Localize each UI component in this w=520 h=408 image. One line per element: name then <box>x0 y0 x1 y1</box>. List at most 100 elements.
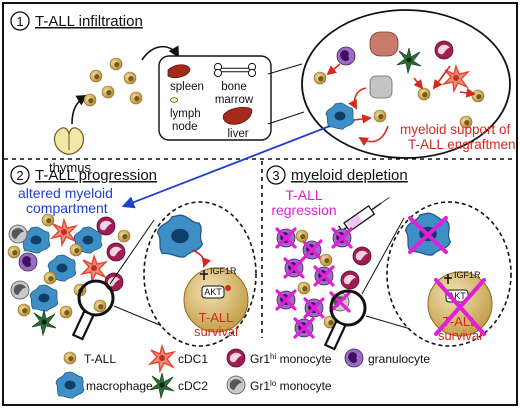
panel-1-number-circle <box>10 11 30 31</box>
macrophage-depletion-mark <box>408 216 448 254</box>
tall-cell <box>83 93 97 107</box>
altered-myeloid-line1: altered myeloid <box>18 185 113 201</box>
marrow-label: marrow <box>215 94 254 106</box>
tall-cell <box>129 91 143 105</box>
spleen-icon <box>167 64 191 78</box>
granulocyte-cell <box>18 252 38 272</box>
gr1hi-monocyte-cell <box>340 270 360 290</box>
legend-cdc1-swatch <box>149 345 175 372</box>
akt-label: AKT <box>448 291 466 301</box>
panel-3-number: 3 <box>272 168 279 183</box>
gr1hi-monocyte-cell <box>106 242 126 262</box>
tall-cell <box>43 271 57 285</box>
legend-cdc2-swatch <box>149 372 175 399</box>
zoom-line <box>267 111 305 125</box>
gr1lo-monocyte-cell <box>369 75 393 99</box>
akt-label: AKT <box>204 287 222 297</box>
legend-cdc1-label: cDC1 <box>178 352 208 366</box>
panel-3-title: myeloid depletion <box>291 167 408 184</box>
panel-3-number-circle <box>266 165 286 185</box>
zoom-line <box>365 315 415 331</box>
legend-cdc2-label: cDC2 <box>178 379 208 393</box>
survival-label-line1: T-ALL <box>199 310 234 325</box>
macrophage-cell <box>29 284 59 312</box>
legend-tall-label: T-ALL <box>84 352 116 366</box>
akt-box <box>201 285 225 299</box>
zoom-line <box>109 219 155 285</box>
tall-cell-large <box>183 267 249 333</box>
syringe-icon <box>338 197 390 236</box>
thymus-to-cells-arrow <box>71 94 88 125</box>
tall-cell <box>417 87 431 101</box>
tall-cell <box>319 253 333 267</box>
niche-cells <box>313 31 485 130</box>
legend: T-ALL cDC1 Gr1hi monocyte granulocyte ma… <box>55 345 430 399</box>
liver-label: liver <box>227 128 248 140</box>
panel-1-number: 1 <box>16 14 23 29</box>
spleen-label: spleen <box>170 81 204 93</box>
granulocyte-cell <box>336 46 356 66</box>
liver-icon <box>222 106 253 125</box>
myeloid-alteration-arrow <box>121 125 331 209</box>
legend-gr1lo-label: Gr1lo monocyte <box>250 379 332 393</box>
tall-cell <box>89 69 103 83</box>
thymus-label: thymus <box>49 160 91 175</box>
gr1hi-monocyte-cell <box>434 40 454 60</box>
igf1r-receptor-icon <box>444 274 452 284</box>
gr1hi-monocyte-cell <box>104 272 124 292</box>
support-arrows <box>326 63 476 147</box>
node-label: node <box>172 121 198 133</box>
igf1r-label: IGF1R <box>210 266 237 276</box>
tall-cell <box>295 229 309 243</box>
tall-cell <box>471 89 485 103</box>
survival-blocked-mark <box>434 278 486 336</box>
tall-cell <box>313 71 327 85</box>
tall-cell <box>373 109 387 123</box>
cdc1-cell <box>81 255 107 282</box>
gr1hi-monocyte-cell <box>96 216 116 236</box>
altered-myeloid-line2: compartment <box>26 200 108 216</box>
tall-cell <box>17 303 31 317</box>
phosphorylation-dot <box>225 285 231 291</box>
thymus-icon <box>53 127 85 155</box>
survival-label-line2: survival <box>438 328 482 343</box>
tall-cell <box>109 57 123 71</box>
panel-2-progression: 2 T-ALL progression altered myeloid comp… <box>7 165 257 347</box>
stromal-cell <box>369 31 399 57</box>
gr1hi-monocyte-cell <box>352 246 372 266</box>
lymph-label: lymph <box>170 108 201 120</box>
legend-granulocyte-swatch <box>344 348 364 368</box>
zoom-line <box>113 305 163 327</box>
tall-cell <box>69 243 83 257</box>
bone-label: bone <box>221 81 247 93</box>
igf1r-label: IGF1R <box>454 270 481 280</box>
legend-gr1lo-swatch <box>226 375 246 395</box>
legend-macrophage-label: macrophage <box>86 379 153 393</box>
igf1r-receptor-icon <box>200 270 208 280</box>
tall-cell <box>101 85 115 99</box>
regression-line1: T-ALL <box>285 187 323 203</box>
legend-gr1hi-label: Gr1hi monocyte <box>250 352 332 366</box>
diagram-canvas: 1 T-ALL infiltration thymus spleen <box>4 9 516 399</box>
cdc2-cell <box>31 309 57 336</box>
tall-cell <box>59 305 73 319</box>
cdc1-cell <box>51 219 77 246</box>
survival-label-line2: survival <box>194 324 238 339</box>
panel-2-title: T-ALL progression <box>35 167 157 184</box>
igf1-signal-arrow <box>191 249 211 268</box>
cells-to-organs-arrow <box>141 45 180 61</box>
legend-gr1hi-swatch <box>226 348 246 368</box>
legend-macrophage-swatch <box>55 371 85 399</box>
tall-cell <box>93 299 107 313</box>
circulating-tall-cells <box>83 57 143 107</box>
tall-cell <box>7 245 21 259</box>
legend-granulocyte-label: granulocyte <box>368 352 430 366</box>
panel-2-number-circle <box>10 165 30 185</box>
lymph-node-icon <box>170 97 178 103</box>
panel-1-title: T-ALL infiltration <box>35 13 143 30</box>
gr1lo-monocyte-cell <box>10 280 30 300</box>
tall-cell <box>297 281 311 295</box>
tumor-tissue-cluster <box>7 213 131 336</box>
regression-line2: regression <box>271 202 336 218</box>
